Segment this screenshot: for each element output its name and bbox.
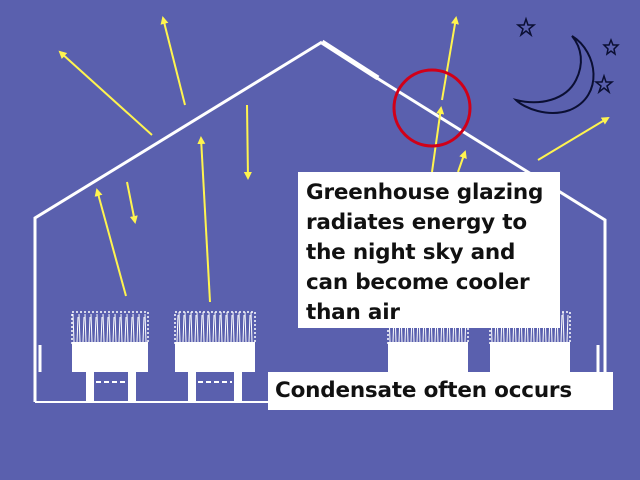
plant-foliage — [178, 311, 181, 343]
plant-foliage — [118, 316, 121, 343]
plant-foliage — [560, 314, 563, 343]
plant-foliage — [188, 314, 191, 343]
plant-foliage — [202, 311, 205, 343]
plant-foliage — [72, 313, 75, 343]
radiation-arrow — [457, 150, 467, 173]
caption-line: Greenhouse glazing — [306, 180, 544, 205]
star-icon — [602, 37, 620, 56]
plant-foliage — [100, 316, 103, 343]
plant-foliage — [90, 313, 93, 343]
plant-foliage — [208, 311, 211, 343]
caption-line: the night sky and — [306, 240, 516, 265]
plant-foliage — [102, 313, 105, 343]
plant-foliage — [200, 314, 203, 343]
radiation-arrow — [58, 50, 153, 136]
radiation-arrows — [58, 16, 610, 303]
plant-foliage — [112, 316, 115, 343]
plant-foliage — [184, 311, 187, 343]
plant-foliage — [214, 311, 217, 343]
ridge-vent — [320, 39, 380, 81]
radiation-arrow — [160, 16, 186, 106]
plant-foliage — [78, 313, 81, 343]
plant-foliage — [236, 314, 239, 343]
crescent-moon-icon — [512, 35, 595, 114]
plant-foliage — [196, 311, 199, 343]
plant-foliage — [138, 313, 141, 343]
radiation-arrow — [537, 116, 610, 161]
condensate-caption: Condensate often occurs — [268, 372, 613, 410]
caption-line: radiates energy to — [306, 210, 527, 235]
caption-line: can become cooler — [306, 270, 530, 295]
plant-foliage — [132, 313, 135, 343]
plant-foliage — [566, 314, 569, 343]
plant-foliage — [182, 314, 185, 343]
plant-foliage — [244, 311, 247, 343]
glazing-highlight-circle — [392, 68, 472, 148]
radiation-arrow — [94, 188, 127, 297]
plant-foliage — [176, 314, 179, 343]
plant-foliage — [120, 313, 123, 343]
plant-foliage — [114, 313, 117, 343]
plant-foliage — [562, 311, 565, 343]
plant-foliage — [238, 311, 241, 343]
plant-foliage — [206, 314, 209, 343]
plant-foliage — [76, 316, 79, 343]
plant-foliage — [232, 311, 235, 343]
plant-foliage — [224, 314, 227, 343]
plant-foliage — [130, 316, 133, 343]
plant-foliage — [142, 316, 145, 343]
plant-foliage — [126, 313, 129, 343]
star-icon — [515, 16, 537, 38]
star-icon — [593, 73, 615, 95]
plant-foliage — [194, 314, 197, 343]
plant-foliage — [88, 316, 91, 343]
plant-foliage — [106, 316, 109, 343]
radiation-arrow — [441, 16, 459, 101]
caption-line: than air — [306, 300, 400, 325]
plant-foliage — [190, 311, 193, 343]
greenhouse-roof-left — [33, 40, 323, 402]
radiation-arrow — [197, 136, 211, 303]
plant-foliage — [230, 314, 233, 343]
plant-foliage — [226, 311, 229, 343]
plant-foliage — [96, 313, 99, 343]
plant-foliage — [124, 316, 127, 343]
plant-foliage — [250, 311, 253, 343]
radiation-arrow — [431, 106, 445, 173]
plant-foliage — [82, 316, 85, 343]
plant-foliage — [136, 316, 139, 343]
plant-foliage — [144, 313, 147, 343]
plant-foliage — [108, 313, 111, 343]
radiation-arrow — [126, 181, 138, 224]
plant-foliage — [242, 314, 245, 343]
plant-foliage — [218, 314, 221, 343]
plant-foliage — [84, 313, 87, 343]
plant-bench — [489, 311, 571, 372]
radiation-arrow — [243, 104, 252, 180]
plant-foliage — [248, 314, 251, 343]
stars — [515, 16, 620, 95]
plant-foliage — [94, 316, 97, 343]
plant-foliage — [220, 311, 223, 343]
plant-bench — [71, 311, 149, 402]
plant-bench — [174, 311, 256, 402]
glazing-radiation-caption: Greenhouse glazing radiates energy to th… — [298, 172, 560, 328]
plant-foliage — [212, 314, 215, 343]
